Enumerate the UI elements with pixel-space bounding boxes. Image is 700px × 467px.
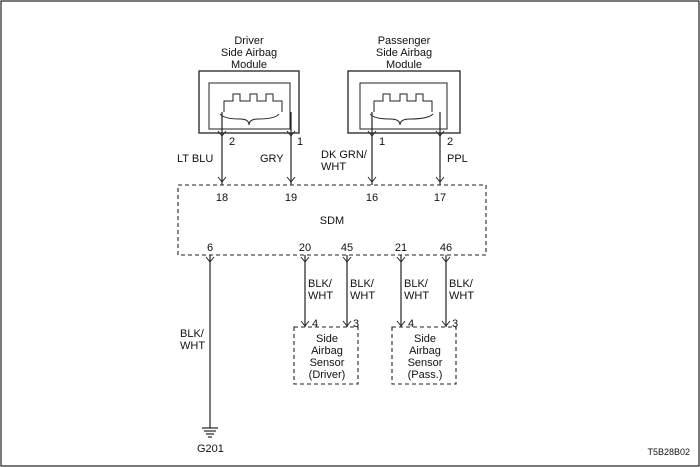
sdm-pin-16: 16 [366,192,378,204]
figure-code: T5B28B02 [647,447,690,457]
sdm-pin-19: 19 [285,192,297,204]
wire-label-ppl: PPL [447,153,468,165]
connector-mark [396,320,406,327]
passenger-module-title-line1: Passenger [378,35,431,47]
connector-mark [300,320,310,327]
lower-wires: BLK/ WHT G201 BLK/ WHT BLK/ WHT BLK/ WHT… [180,255,474,455]
driver-module-title-line3: Module [231,59,267,71]
sdm-module: 18 19 16 17 SDM 6 20 45 21 46 [177,184,487,256]
wire-label-ground-line1: BLK/ [180,328,205,340]
driver-module-brace-icon [219,113,280,126]
side-airbag-sensor-passenger: 4 3 Side Airbag Sensor (Pass.) [391,318,458,385]
driver-module-title-line1: Driver [234,35,264,47]
driver-sensor-line1: Side [316,333,338,345]
driver-module-title-line2: Side Airbag [221,47,277,59]
wire-label-45-line2: WHT [350,290,375,302]
passenger-module-title-line2: Side Airbag [376,47,432,59]
wire-label-lt-blu: LT BLU [177,153,213,165]
passenger-module-brace-icon [369,113,434,126]
passenger-sensor-pin-4: 4 [408,318,414,330]
driver-sensor-line2: Airbag [311,345,343,357]
wire-label-ground-line2: WHT [180,340,205,352]
passenger-sensor-pin-3: 3 [452,318,458,330]
connector-mark [367,130,377,137]
driver-module-pin-2: 2 [229,136,235,148]
upper-wires: LT BLU GRY DK GRN/ WHT PPL [177,129,468,185]
driver-sensor-box [293,326,359,385]
passenger-sensor-box [391,326,457,385]
driver-module-squib-icon [223,93,283,112]
wire-label-45-line1: BLK/ [350,278,375,290]
connector-mark [396,256,406,263]
passenger-module-pin-2: 2 [447,136,453,148]
connector-mark [217,130,227,137]
wire-label-21-line2: WHT [404,290,429,302]
passenger-sensor-line1: Side [414,333,436,345]
wire-label-20-line1: BLK/ [308,278,333,290]
sdm-label: SDM [320,215,344,227]
connector-mark [286,176,296,183]
connector-mark [435,130,445,137]
connector-mark [205,256,215,263]
ground-label: G201 [197,443,224,455]
connector-mark [342,256,352,263]
passenger-module-box [347,70,461,134]
sdm-pin-17: 17 [434,192,446,204]
driver-module-inner-frame [208,82,291,130]
connector-mark [300,256,310,263]
wire-label-21-line1: BLK/ [404,278,429,290]
passenger-module-pin-1: 1 [379,136,385,148]
connector-mark [441,320,451,327]
connector-mark [342,320,352,327]
wire-label-20-line2: WHT [308,290,333,302]
sdm-box [177,184,487,256]
passenger-sensor-line4: (Pass.) [408,369,443,381]
sdm-pin-18: 18 [216,192,228,204]
sdm-pin-20: 20 [299,242,311,254]
passenger-sensor-line3: Sensor [408,357,443,369]
driver-sensor-line3: Sensor [310,357,345,369]
sdm-pin-45: 45 [341,242,353,254]
passenger-module-title-line3: Module [386,59,422,71]
connector-mark [286,130,296,137]
driver-sensor-pin-4: 4 [312,318,318,330]
driver-sensor-line4: (Driver) [309,369,346,381]
side-airbag-sensor-driver: 4 3 Side Airbag Sensor (Driver) [293,318,359,385]
wire-label-46-line2: WHT [449,290,474,302]
connector-mark [217,176,227,183]
sdm-pin-46: 46 [440,242,452,254]
passenger-module-squib-icon [373,93,433,112]
connector-mark [441,256,451,263]
wire-label-dk-grn-line2: WHT [321,161,346,173]
driver-module-box [198,70,300,134]
wire-label-gry: GRY [260,153,284,165]
driver-sensor-pin-3: 3 [353,318,359,330]
connector-mark [435,176,445,183]
sdm-pin-6: 6 [207,242,213,254]
passenger-sensor-line2: Airbag [409,345,441,357]
wire-label-46-line1: BLK/ [449,278,474,290]
connector-mark [367,176,377,183]
passenger-side-airbag-module: Passenger Side Airbag Module 1 2 [347,35,461,148]
driver-side-airbag-module: Driver Side Airbag Module 2 1 [198,35,303,148]
sdm-pin-21: 21 [395,242,407,254]
driver-module-pin-1: 1 [297,136,303,148]
passenger-module-inner-frame [359,82,448,130]
wire-label-dk-grn-line1: DK GRN/ [321,149,368,161]
